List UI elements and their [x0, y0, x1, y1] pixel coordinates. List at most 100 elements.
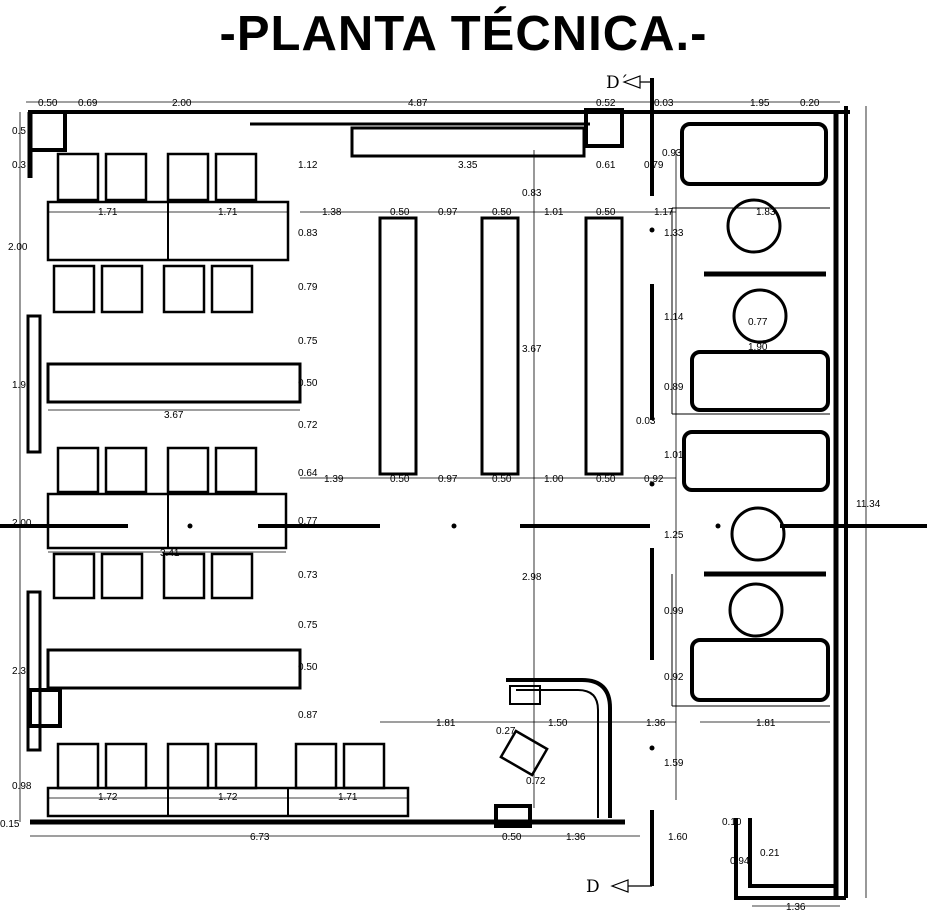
- dimension-label: 0.50: [596, 474, 616, 485]
- dimension-label: 3.35: [458, 160, 478, 171]
- section-marker-top: D´: [606, 73, 628, 93]
- left-window-1: [26, 314, 42, 454]
- dimension-label: 0.92: [664, 672, 684, 683]
- chairs: [52, 152, 386, 790]
- dimension-label: 0.50: [492, 474, 512, 485]
- dimension-label: 11.34: [856, 499, 881, 510]
- dimension-label: 0.77: [298, 516, 318, 527]
- column-top: [584, 108, 624, 148]
- dimension-label: 0.83: [298, 228, 318, 239]
- dimension-label: 0.03: [636, 416, 656, 427]
- dimension-label: 0.50: [390, 207, 410, 218]
- dimension-label: 0.50: [38, 98, 58, 109]
- dimension-label: 0.50: [390, 474, 410, 485]
- dimension-label: 0.75: [298, 620, 318, 631]
- dimension-label: 0.72: [526, 776, 546, 787]
- dimension-label: 0.21: [760, 848, 780, 859]
- dimension-label: 0.50: [298, 378, 318, 389]
- cashier-counter: [506, 678, 612, 818]
- dimension-label: 1.72: [218, 792, 238, 803]
- dots: [187, 227, 721, 751]
- dimension-label: 0.94: [730, 856, 750, 867]
- left-window-2: [26, 590, 42, 752]
- dimension-label: 1.95: [750, 98, 770, 109]
- dimension-label: 0.79: [644, 160, 664, 171]
- dimension-label: 2.00: [8, 242, 28, 253]
- dimension-label: 0.87: [298, 710, 318, 721]
- dimension-label: 2.98: [522, 572, 542, 583]
- dimension-label: 0.50: [492, 207, 512, 218]
- dimension-label: 0.50: [596, 207, 616, 218]
- dimension-label: 0.89: [664, 382, 684, 393]
- desk-4: [46, 648, 302, 690]
- dimension-label: 1.01: [544, 207, 564, 218]
- dimension-label: 3.67: [164, 410, 184, 421]
- dimension-label: 1.36: [786, 902, 806, 913]
- dimension-label: 1.81: [436, 718, 456, 729]
- dimension-label: 0.79: [298, 282, 318, 293]
- dimension-label: 1.71: [218, 207, 238, 218]
- dimension-label: 0.61: [596, 160, 616, 171]
- dimension-label: 0.27: [496, 726, 516, 737]
- dimension-label: 1.33: [664, 228, 684, 239]
- dimension-label: 2.00: [12, 518, 32, 529]
- shelf-1: [378, 216, 418, 476]
- top-counter: [350, 126, 586, 158]
- dimension-label: 1.36: [646, 718, 666, 729]
- dimension-label: 0.73: [298, 570, 318, 581]
- dimension-label: 3.67: [522, 344, 542, 355]
- dimension-label: 0.97: [438, 474, 458, 485]
- dimension-label: 1.50: [548, 718, 568, 729]
- dimension-label: 0.5: [12, 126, 26, 137]
- dimension-label: 1.36: [566, 832, 586, 843]
- dimension-label: 0.97: [438, 207, 458, 218]
- dimension-label: 1.14: [664, 312, 684, 323]
- dimension-label: 0.64: [298, 468, 318, 479]
- dimension-label: 1.12: [298, 160, 318, 171]
- dimension-label: 0.50: [502, 832, 522, 843]
- dimension-label: 0.83: [522, 188, 542, 199]
- dimension-label: 1.71: [98, 207, 118, 218]
- dimension-label: 0.99: [664, 606, 684, 617]
- dimension-label: 1.72: [98, 792, 118, 803]
- bathroom-wall: [734, 818, 846, 900]
- dimension-label: 1.9: [12, 380, 26, 391]
- dimension-label: 0.3: [12, 160, 26, 171]
- sofas: [680, 122, 830, 702]
- drawing-title: -PLANTA TÉCNICA.-: [219, 7, 708, 61]
- dimension-label: 6.73: [250, 832, 270, 843]
- dimension-label: 0.10: [722, 817, 742, 828]
- dimension-label: 1.39: [324, 474, 344, 485]
- dimension-label: 0.69: [78, 98, 98, 109]
- dimension-label: 1.90: [748, 342, 768, 353]
- dimension-label: 0.15: [0, 819, 20, 830]
- dimension-label: 2.3: [12, 666, 26, 677]
- dimension-label: 1.71: [338, 792, 358, 803]
- dimension-label: 0.50: [298, 662, 318, 673]
- dimension-label: 2.00: [172, 98, 192, 109]
- shelf-2: [480, 216, 520, 476]
- dimension-label: 0.72: [298, 420, 318, 431]
- dimension-label: 1.59: [664, 758, 684, 769]
- dimension-label: 4.87: [408, 98, 428, 109]
- dimension-label: 0.93: [662, 148, 682, 159]
- dimension-label: 1.25: [664, 530, 684, 541]
- desk-2: [46, 362, 302, 404]
- dimension-label: 0.52: [596, 98, 616, 109]
- column-bottom: [494, 804, 532, 828]
- dimension-label: 1.17: [654, 207, 674, 218]
- tables-round: [726, 198, 788, 638]
- dimension-label: 0.98: [12, 781, 32, 792]
- dimension-label: 1.38: [322, 207, 342, 218]
- dimension-label: 0.77: [748, 317, 768, 328]
- corner-column-tl: [28, 110, 67, 152]
- dimension-label: 0.75: [298, 336, 318, 347]
- cashier-chair: [499, 729, 549, 777]
- dimension-label: 0.92: [644, 474, 664, 485]
- dimension-label: 1.01: [664, 450, 684, 461]
- dimension-label: 1.00: [544, 474, 564, 485]
- column-left: [28, 688, 62, 728]
- section-marker-bottom: D: [586, 877, 600, 897]
- dimension-label: 0.03: [654, 98, 674, 109]
